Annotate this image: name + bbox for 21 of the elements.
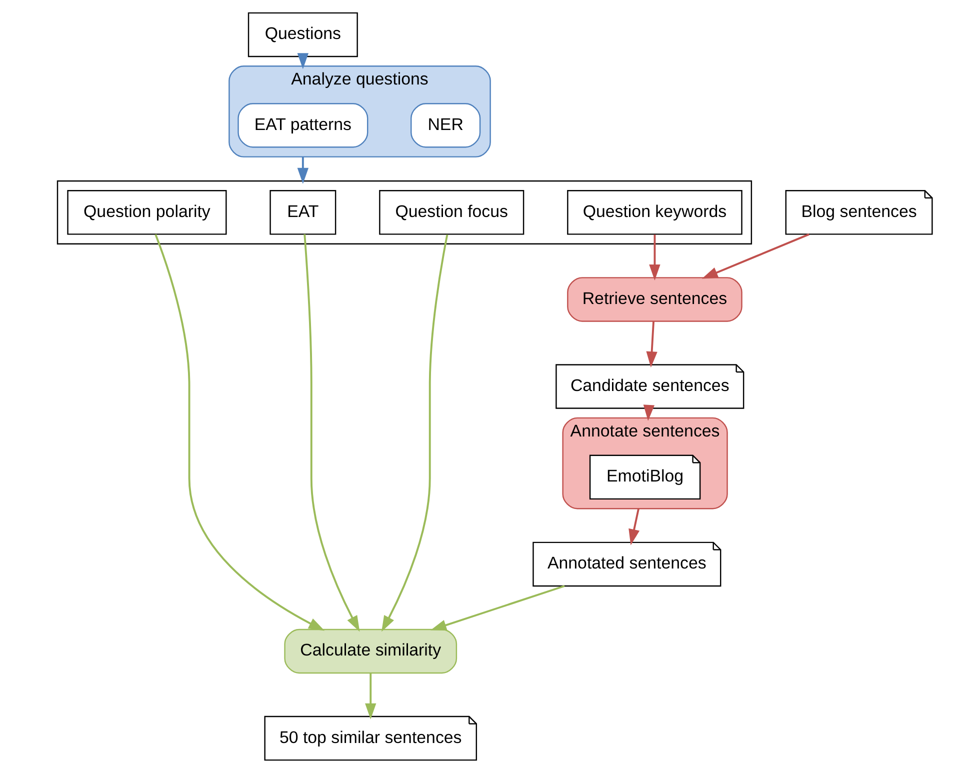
node-box: EAT: [269, 190, 336, 235]
arrow: [628, 508, 640, 546]
node-box: Calculate similarity: [284, 628, 457, 674]
arrow: [154, 234, 324, 631]
node-box: Question focus: [378, 190, 524, 235]
arrow: [646, 322, 657, 368]
arrow: [381, 234, 448, 632]
cluster: [56, 180, 752, 244]
node-box: EAT patterns: [237, 103, 368, 148]
arrow: [642, 404, 654, 421]
arrow: [648, 234, 660, 280]
node-box: Question polarity: [66, 190, 226, 235]
node-box: Question keywords: [566, 190, 742, 235]
arrow: [296, 156, 308, 184]
node-box: Retrieve sentences: [566, 277, 742, 322]
node-box: NER: [410, 103, 480, 148]
arrow: [303, 234, 360, 632]
arrow: [296, 53, 308, 70]
arrow: [430, 585, 564, 631]
arrow: [364, 673, 376, 720]
arrow: [701, 233, 809, 279]
